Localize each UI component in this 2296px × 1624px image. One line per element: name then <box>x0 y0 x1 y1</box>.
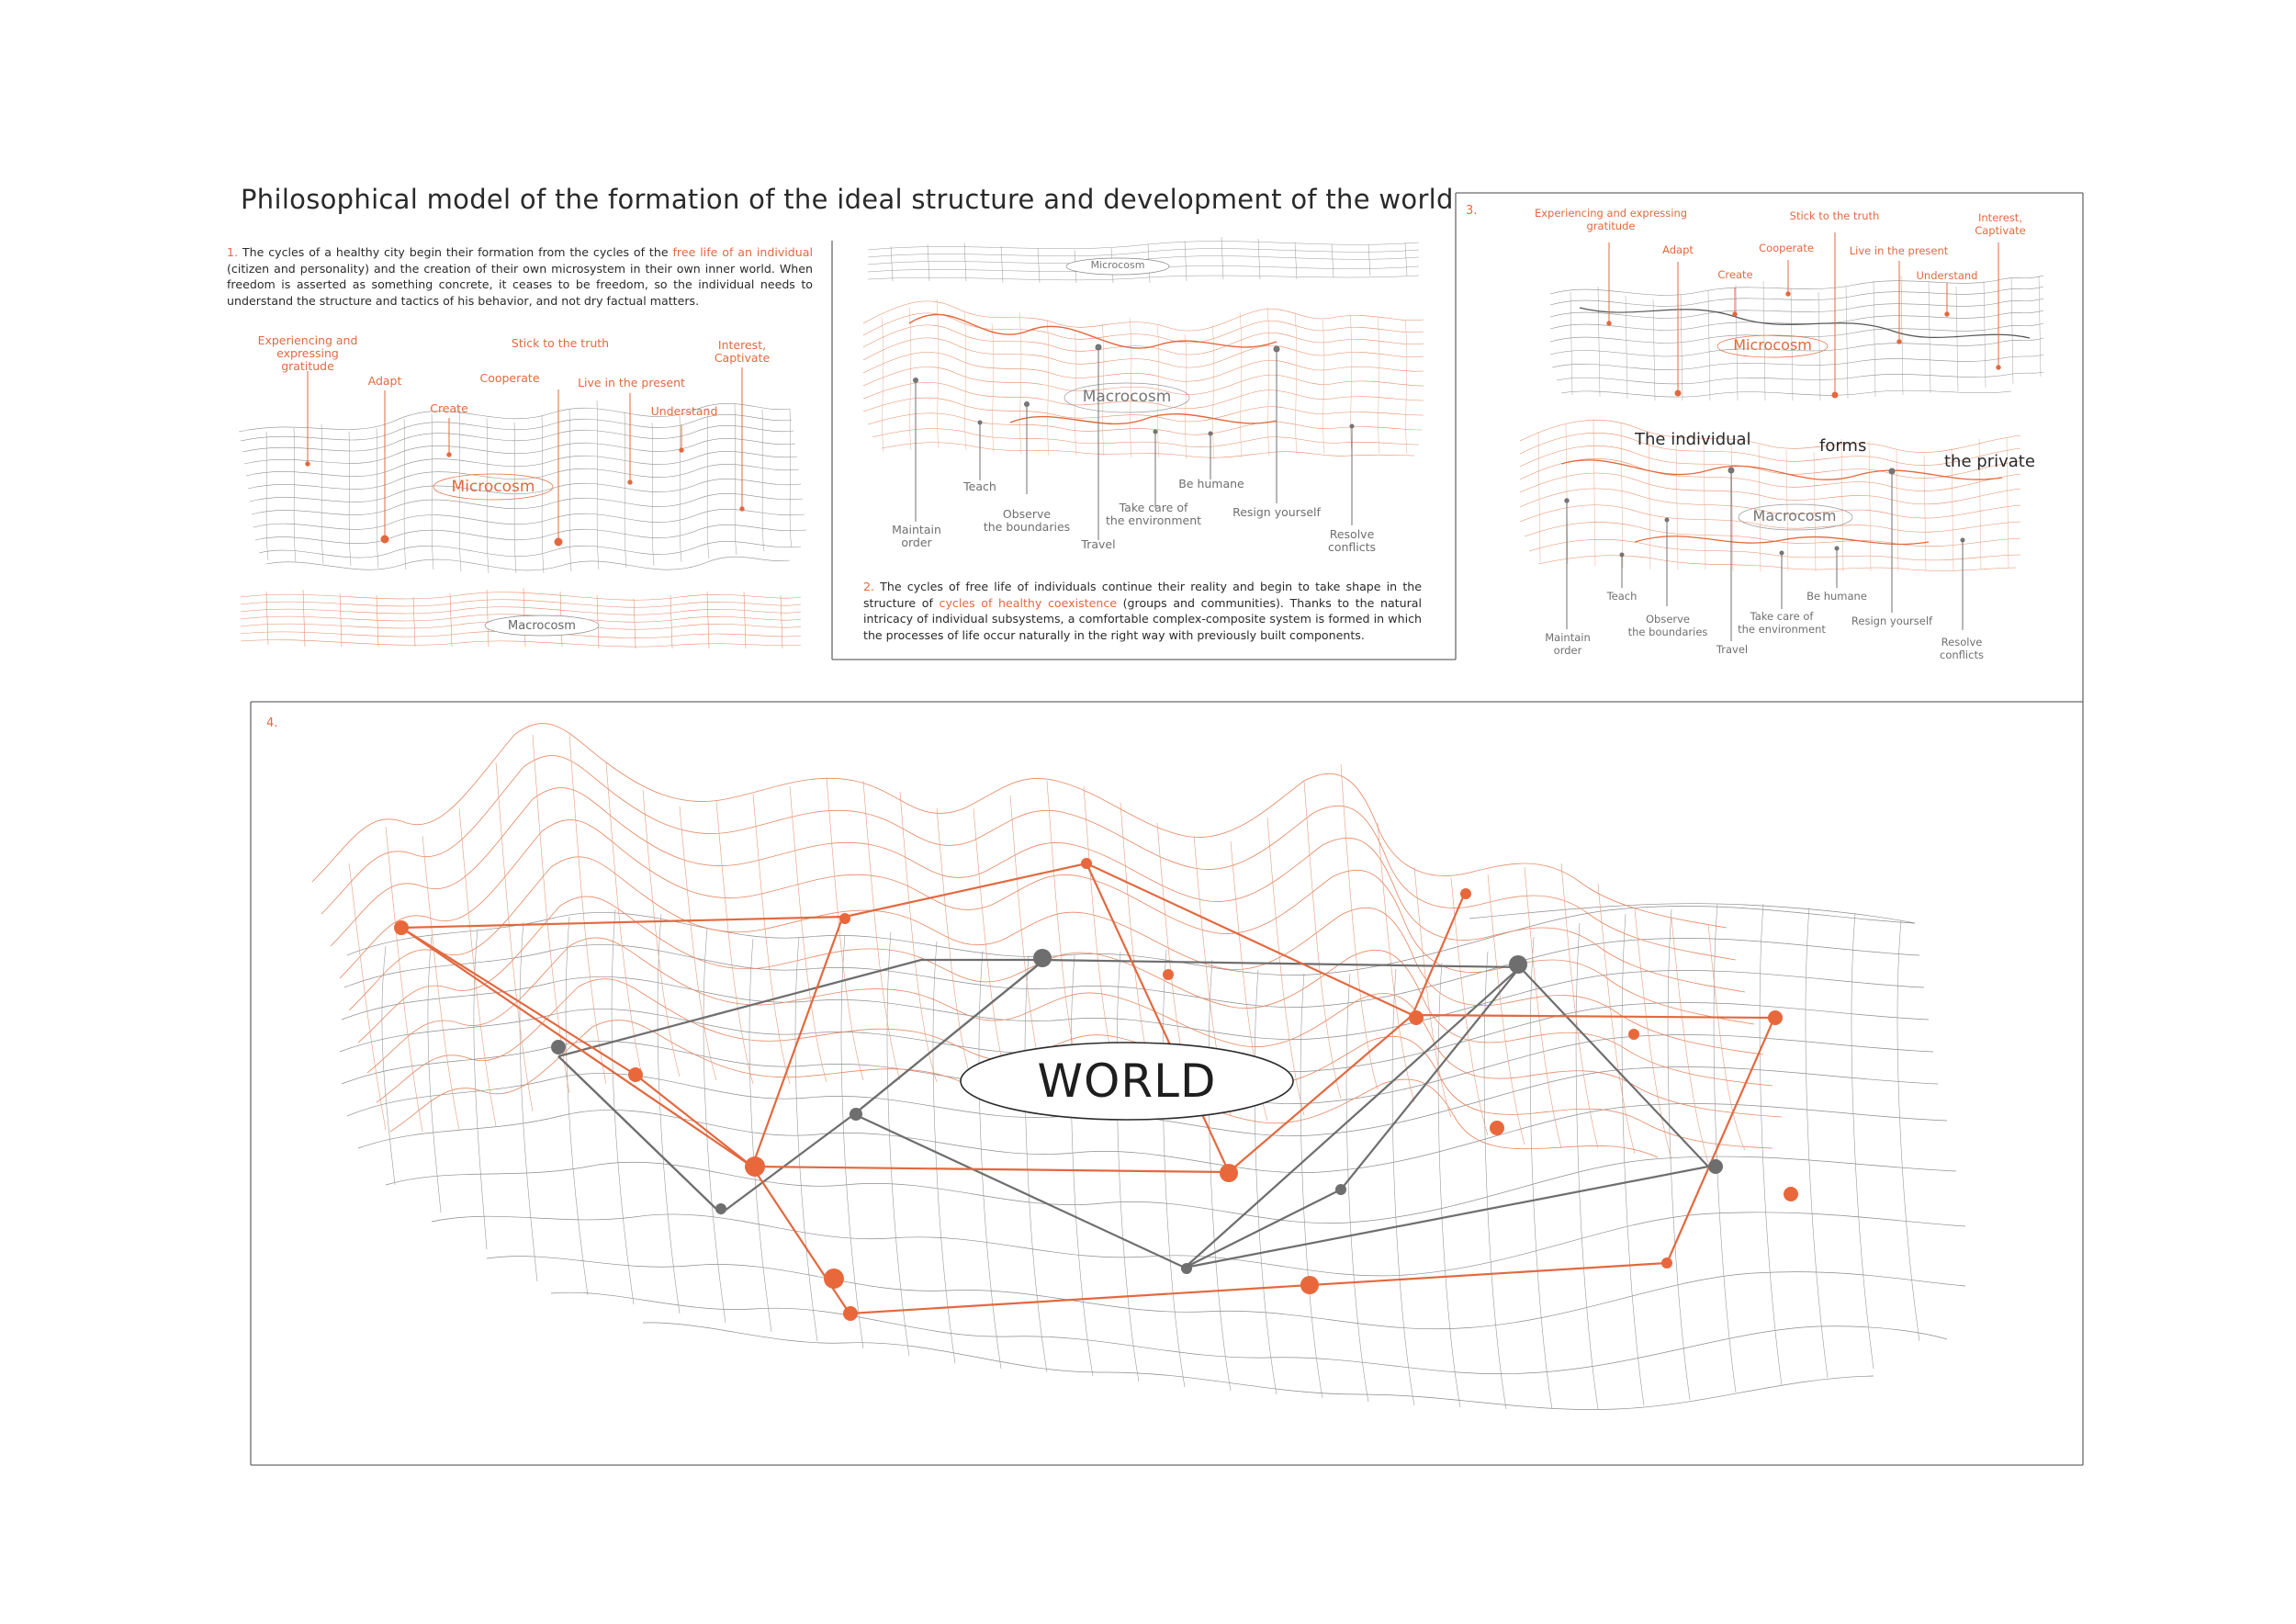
panel2-strong-curves <box>908 313 1277 425</box>
p1-microcosm-label: Microcosm <box>451 478 535 496</box>
p3-label-conflicts: Resolve conflicts <box>1940 636 1984 661</box>
p2-microcosm-label: Microcosm <box>1090 259 1145 271</box>
panel1-paragraph: 1. The cycles of a healthy city begin th… <box>227 244 813 309</box>
p2-label-boundaries: Observe the boundaries <box>983 507 1071 534</box>
p3-phrase-private: the private <box>1944 452 2035 471</box>
world-gray-mesh <box>339 903 1966 1410</box>
panel3-macrocosm-ellipse <box>1738 503 1853 531</box>
world-nodes-gray <box>551 949 1723 1274</box>
p1-label-create: Create <box>430 401 468 415</box>
p3-label-truth: Stick to the truth <box>1789 209 1880 222</box>
p2-label-teach: Teach <box>963 479 996 493</box>
panel3-leaders-top <box>1606 232 2001 399</box>
world-nodes-orange <box>394 858 1798 1321</box>
p1-label-truth: Stick to the truth <box>511 336 610 350</box>
p1-label-understand: Understand <box>650 404 718 418</box>
panel1-microcosm-mesh <box>238 403 807 571</box>
panel2-microcosm-ellipse <box>1065 257 1170 276</box>
world-center-ellipse <box>960 1042 1294 1121</box>
p3-label-boundaries: Observe the boundaries <box>1627 613 1708 638</box>
panel1-number: 1. <box>227 245 239 259</box>
p3-label-present: Live in the present <box>1849 244 1949 257</box>
panel3-leaders-bottom <box>1564 467 1965 641</box>
p2-label-travel: Travel <box>1081 537 1116 551</box>
page-title: Philosophical model of the formation of … <box>241 184 1454 215</box>
panel3-macrocosm-strong <box>1560 459 2003 546</box>
p2-label-humane: Be humane <box>1178 477 1244 491</box>
p3-label-gratitude: Experiencing and expressing gratitude <box>1534 207 1688 232</box>
p1-label-gratitude: Experiencing and expressing gratitude <box>257 333 358 373</box>
p3-macrocosm-label: Macrocosm <box>1752 507 1837 524</box>
p3-label-humane: Be humane <box>1806 590 1867 603</box>
panel3-microcosm-ellipse <box>1716 334 1829 358</box>
p3-microcosm-label: Microcosm <box>1733 336 1812 354</box>
panel3-number: 3. <box>1466 204 1478 218</box>
p3-label-environment: Take care of the environment <box>1738 610 1826 636</box>
p3-phrase-individual: The individual <box>1635 430 1751 449</box>
p3-label-resign: Resign yourself <box>1851 615 1933 627</box>
p2-macrocosm-label: Macrocosm <box>1082 388 1172 406</box>
p1-label-adapt: Adapt <box>367 374 402 388</box>
p3-label-order: Maintain order <box>1545 631 1591 657</box>
p3-label-interest: Interest, Captivate <box>1975 211 2026 237</box>
panel1-leaders <box>305 367 745 547</box>
p3-phrase-forms: forms <box>1819 436 1867 456</box>
panel1-text-before: The cycles of a healthy city begin their… <box>238 245 673 259</box>
panel2-macrocosm-ellipse <box>1064 382 1190 413</box>
panel1-microcosm-mesh-vertical <box>265 400 793 574</box>
panel3-macrocosm-mesh-vertical <box>1537 418 2009 572</box>
panel1-text-after: (citizen and personality) and the creati… <box>227 261 813 308</box>
panel4-frame <box>250 701 2084 1466</box>
p3-label-understand: Understand <box>1916 269 1978 282</box>
p2-label-order: Maintain order <box>892 523 941 549</box>
panel2-macrocosm-mesh-vertical <box>881 299 1408 460</box>
p3-label-travel: Travel <box>1716 643 1749 656</box>
p1-label-interest: Interest, Captivate <box>714 338 771 365</box>
panel2-number: 2. <box>863 580 875 593</box>
panel3-microcosm-mesh <box>1549 275 2044 398</box>
panel2-text-after: (groups and communities). Thanks to the … <box>863 595 1422 642</box>
p3-label-teach: Teach <box>1606 590 1638 603</box>
p3-label-cooperate: Cooperate <box>1759 242 1814 254</box>
world-gray-mesh-vertical <box>381 903 1920 1410</box>
p1-macrocosm-label: Macrocosm <box>508 619 576 633</box>
panel2-text-before: The cycles of free life of individuals c… <box>863 580 1422 610</box>
panel1-macrocosm-ellipse <box>484 615 600 637</box>
p1-label-cooperate: Cooperate <box>479 371 540 385</box>
world-network-gray <box>557 958 1709 1269</box>
p2-label-environment: Take care of the environment <box>1105 501 1202 527</box>
panel1-highlight: free life of an individual <box>672 245 813 259</box>
panel2-highlight: cycles of healthy coexistence <box>939 595 1118 610</box>
p3-label-adapt: Adapt <box>1662 243 1694 256</box>
p1-label-present: Live in the present <box>578 376 685 389</box>
p2-label-resign: Resign yourself <box>1232 505 1321 519</box>
world-label: WORLD <box>1037 1054 1217 1108</box>
panel2-paragraph: 2. The cycles of free life of individual… <box>863 579 1422 643</box>
panel4-number: 4. <box>266 716 278 730</box>
panel2-macrocosm-mesh <box>862 300 1424 458</box>
world-orange-mesh <box>311 723 1783 1158</box>
p3-label-create: Create <box>1717 268 1753 281</box>
panel2-leaders <box>913 344 1355 540</box>
panel3-frame <box>1455 192 2084 702</box>
panel2-frame <box>831 241 1456 660</box>
panel3-microcosm-strong <box>1579 307 2031 339</box>
panel1-microcosm-ellipse <box>433 473 554 501</box>
panel3-microcosm-mesh-vertical <box>1570 275 2042 401</box>
p2-label-conflicts: Resolve conflicts <box>1327 527 1377 554</box>
panel3-macrocosm-mesh <box>1519 420 2021 571</box>
